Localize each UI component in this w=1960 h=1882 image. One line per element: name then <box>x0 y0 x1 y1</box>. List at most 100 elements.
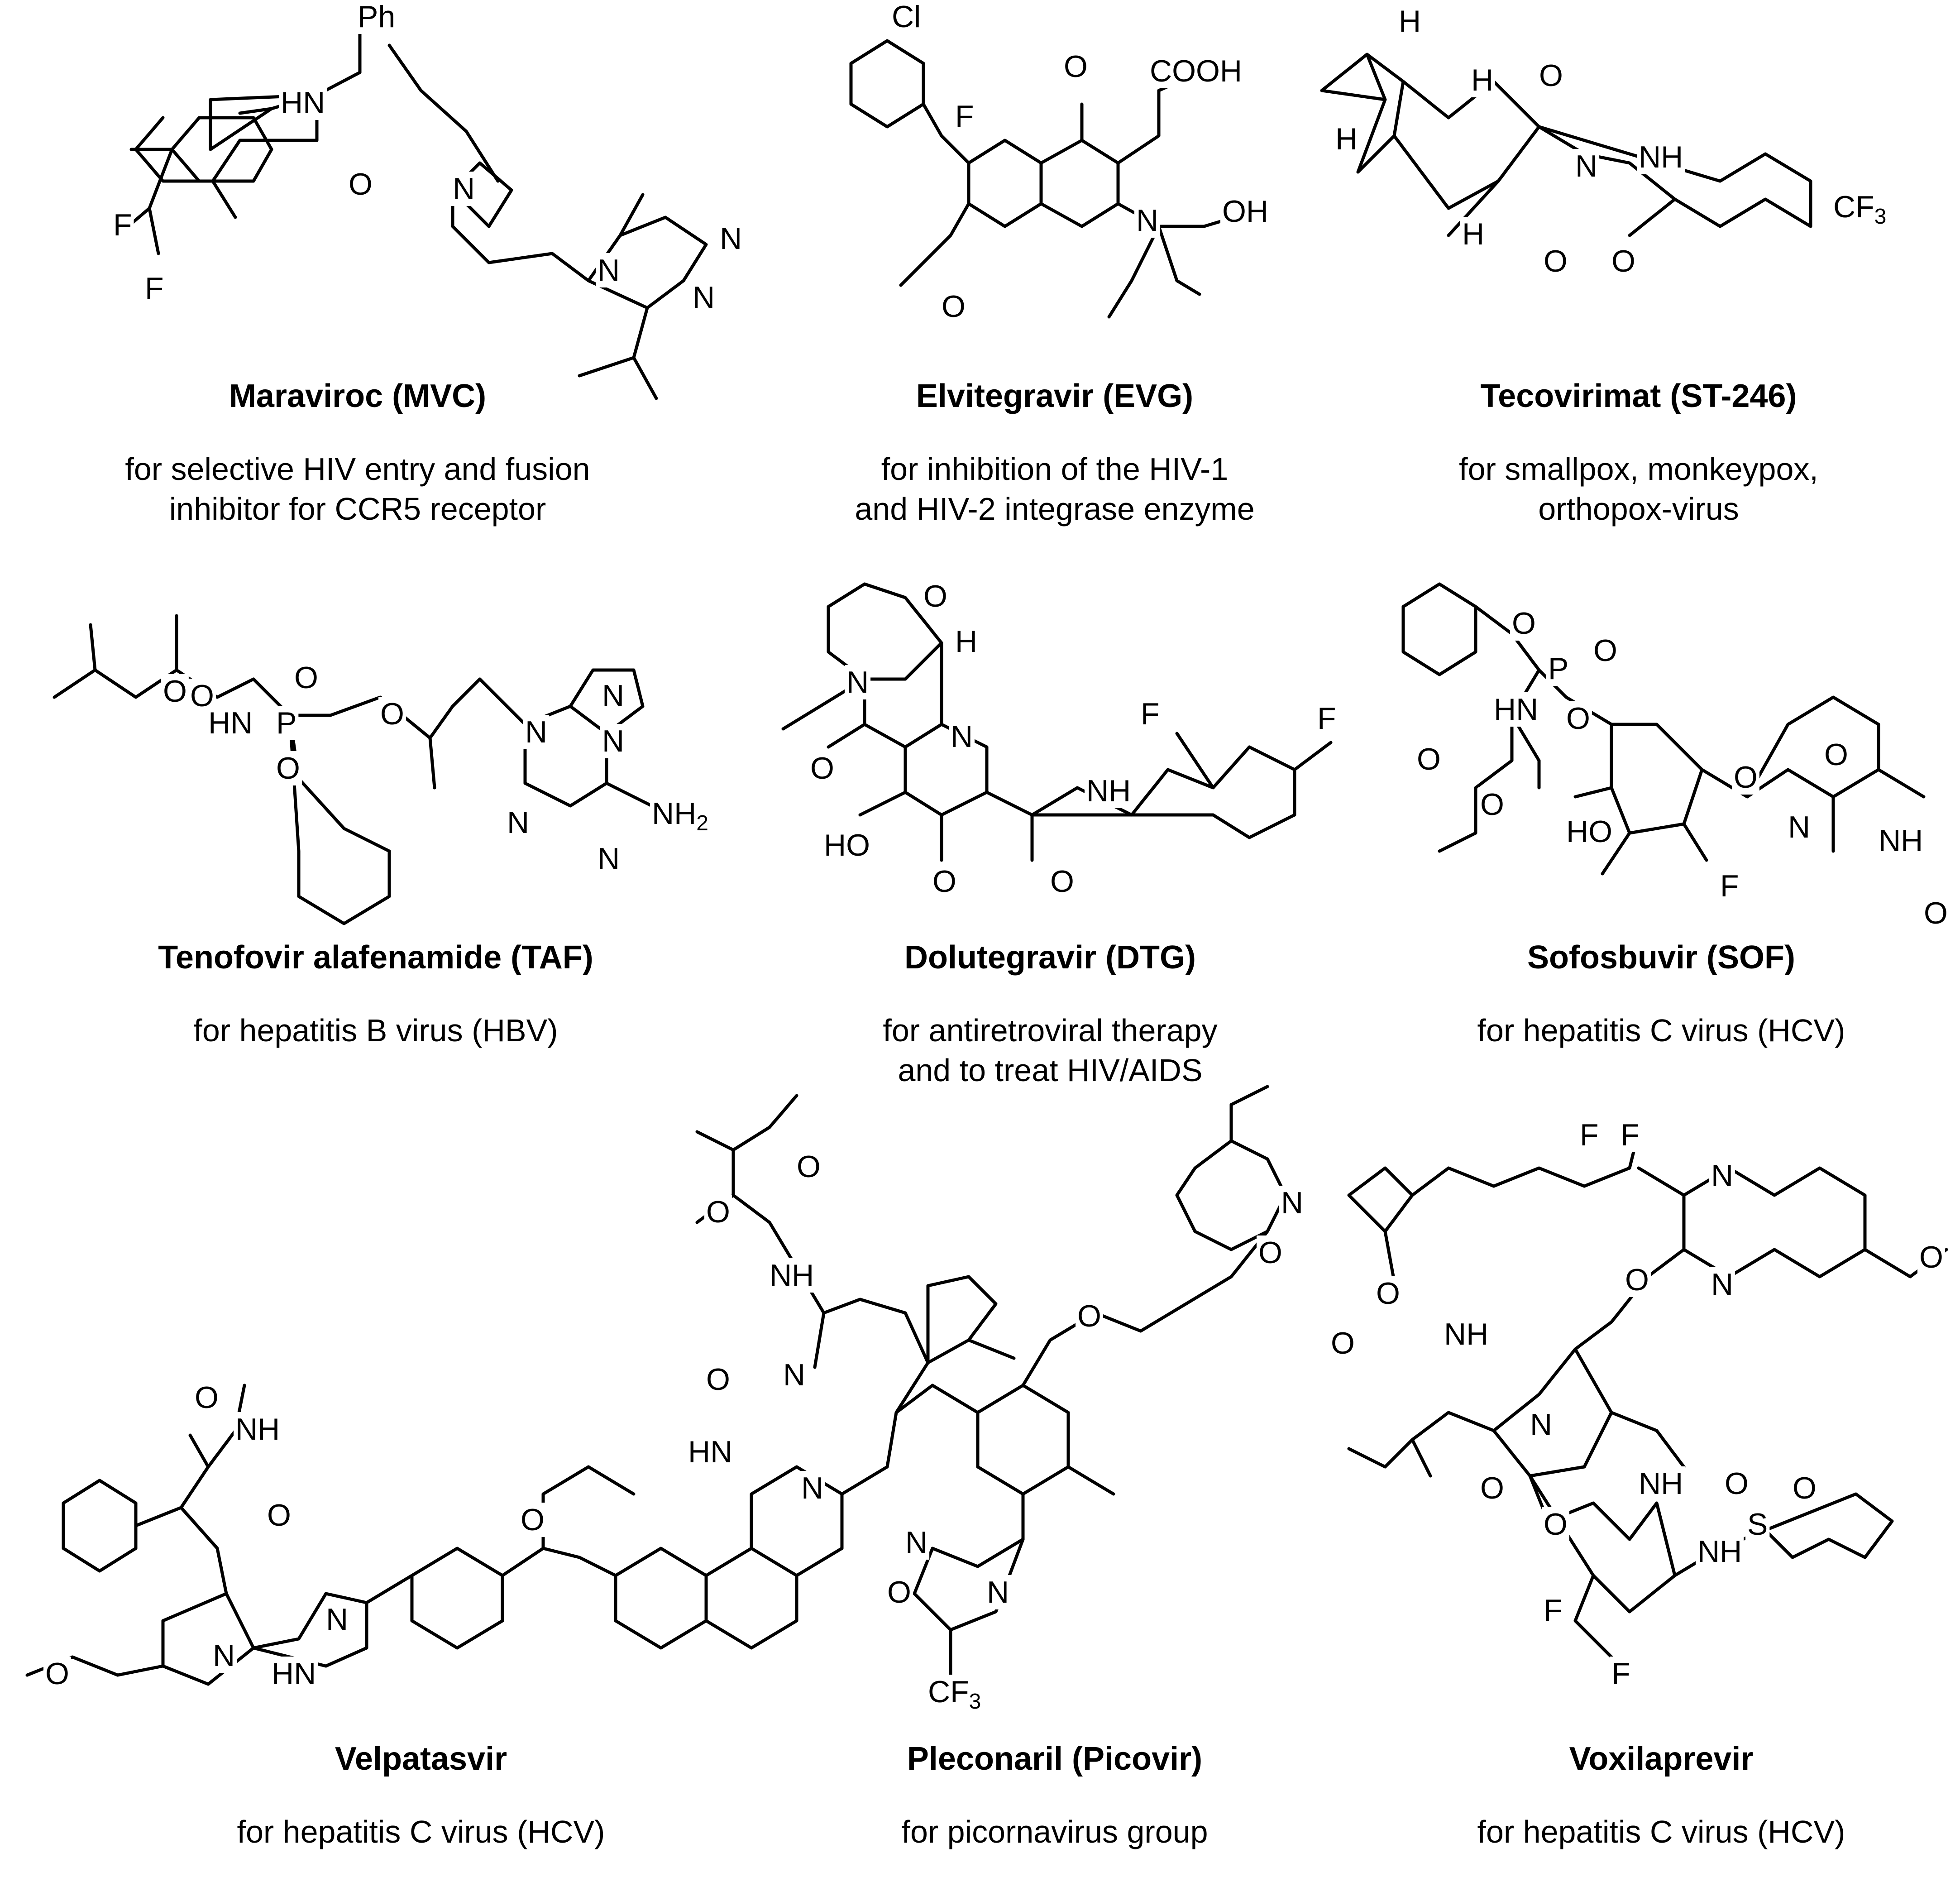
structure-dolutegravir <box>781 582 1333 862</box>
atom-label-backing <box>1374 1276 1402 1311</box>
atom-label-backing <box>704 1362 732 1397</box>
atom-label-backing <box>1537 58 1565 93</box>
atom-o: O <box>942 289 966 324</box>
atom-o: O <box>1919 1240 1943 1274</box>
atom-label-backing <box>926 1675 983 1714</box>
atom-f: F <box>955 99 974 134</box>
structure-velpatasvir <box>25 1094 1016 1686</box>
atom-o: O <box>1077 1299 1101 1333</box>
compound-name: Sofosbuvir (SOF) <box>1527 939 1795 976</box>
atom-n: N <box>1281 1186 1303 1220</box>
atom-label-backing <box>1623 1263 1651 1297</box>
atom-o: O <box>810 751 834 785</box>
compound-name: Pleconaril (Picovir) <box>907 1741 1203 1777</box>
atom-n: N <box>693 280 715 315</box>
atom-o: O <box>1512 606 1536 641</box>
atom-label-backing <box>1528 1408 1554 1442</box>
atom-label-backing <box>1510 606 1538 641</box>
atom-label-backing <box>1610 1657 1632 1691</box>
atom-label-backing <box>1139 697 1162 731</box>
atom-hn: HN <box>1494 692 1538 727</box>
atom-n: N <box>525 715 547 749</box>
atom-label-backing <box>1610 244 1637 278</box>
atom-o: O <box>1064 49 1088 84</box>
atom-label-backing <box>143 271 166 306</box>
atom-label-backing <box>890 0 923 34</box>
atom-f: F <box>1317 701 1336 736</box>
atom-label-backing <box>1831 190 1888 229</box>
atom-ph: Ph <box>358 0 395 34</box>
atom-label-backing <box>1564 814 1614 849</box>
atom-label-backing <box>1062 49 1090 84</box>
atom-f: F <box>145 271 164 306</box>
atom-label-backing <box>43 1657 71 1691</box>
atom-s: S <box>1747 1507 1768 1542</box>
compound-description: for hepatitis C virus (HCV) <box>1477 1013 1845 1048</box>
atom-label-backing <box>1329 1326 1357 1360</box>
compound-description: for hepatitis C virus (HCV) <box>237 1814 605 1849</box>
atom-nh: NH <box>1697 1534 1742 1569</box>
compound-description: for hepatitis C virus (HCV) <box>1477 1814 1845 1849</box>
atom-hn: HN <box>272 1657 316 1691</box>
atom-label-backing <box>111 208 134 242</box>
atom-n: N <box>1575 149 1597 183</box>
atom-o: O <box>195 1380 219 1415</box>
atom-nh: NH <box>1639 140 1683 174</box>
atom-o: O <box>1544 1507 1568 1542</box>
atom-label-backing <box>845 665 871 699</box>
atom-nh2: NH2 <box>652 796 708 835</box>
atom-label-backing <box>600 724 626 758</box>
atom-label-backing <box>1542 244 1569 278</box>
atom-o: O <box>887 1575 911 1609</box>
atom-label-backing <box>704 1195 732 1229</box>
atom-label-backing <box>1415 742 1443 776</box>
atom-label-backing <box>1220 194 1270 229</box>
atom-label-backing <box>949 719 975 754</box>
atom-label-backing <box>265 1498 293 1532</box>
caption-maraviroc: Maraviroc (MVC) for selective HIV entry … <box>72 376 643 529</box>
atom-o: O <box>1376 1276 1400 1311</box>
atom-label-backing <box>1578 1118 1601 1152</box>
atom-label-backing <box>1048 864 1076 899</box>
atom-n: N <box>598 842 620 876</box>
atom-label-backing <box>234 1412 282 1446</box>
atom-o: O <box>294 661 318 695</box>
atom-hn: HN <box>281 86 325 120</box>
atom-label-backing <box>1478 1471 1506 1505</box>
atom-label-backing <box>904 1525 930 1560</box>
atom-label-backing <box>1085 774 1133 808</box>
atom-nh: NH <box>1086 774 1131 808</box>
atom-nh: NH <box>1639 1466 1683 1501</box>
atom-label-backing <box>1709 1267 1735 1302</box>
atom-n: N <box>1711 1159 1733 1193</box>
atom-h: H <box>1399 4 1421 38</box>
atom-label-backing <box>1822 737 1850 772</box>
atom-label-backing <box>1315 701 1338 736</box>
atom-o: O <box>1417 742 1441 776</box>
atom-label-backing <box>1478 787 1506 822</box>
atom-label-backing <box>1917 1240 1945 1274</box>
compound-name: Velpatasvir <box>335 1741 507 1777</box>
atom-label-backing <box>953 624 980 659</box>
atom-label-backing <box>931 864 958 899</box>
caption-voxilaprevir: Voxilaprevir for hepatitis C virus (HCV) <box>1376 1738 1946 1852</box>
atom-n: N <box>1788 810 1810 844</box>
atom-h: H <box>955 624 977 659</box>
atom-label-backing <box>922 579 949 613</box>
structure-taf <box>53 614 654 925</box>
atom-label-backing <box>270 1657 318 1691</box>
atom-label-backing <box>523 715 550 749</box>
atom-f: F <box>1141 697 1160 731</box>
atom-label-backing <box>211 1638 237 1673</box>
atom-label-backing <box>953 99 976 134</box>
atom-f: F <box>1621 1118 1640 1152</box>
compound-name: Maraviroc (MVC) <box>229 378 487 414</box>
atom-label-backing <box>1148 54 1244 88</box>
atom-o: O <box>1544 244 1568 278</box>
compound-description: for selective HIV entry and fusion inhib… <box>125 451 590 527</box>
atom-n: N <box>720 221 742 256</box>
atom-nh: NH <box>770 1258 814 1293</box>
atom-label-backing <box>1076 1299 1103 1333</box>
